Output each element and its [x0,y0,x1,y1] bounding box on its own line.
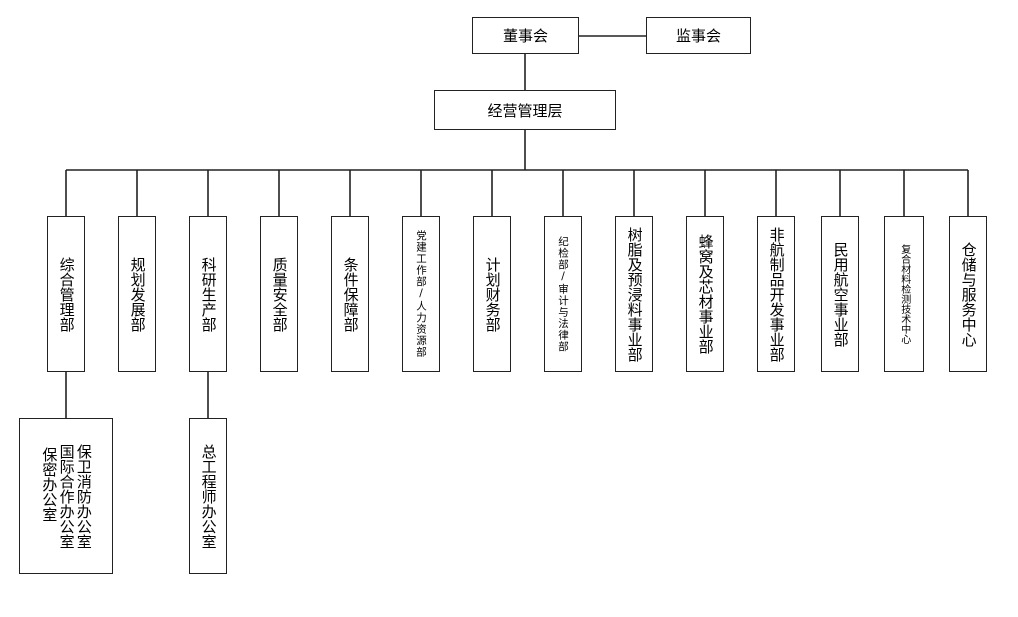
department-label: 复合材料检测技术中心 [898,244,910,344]
department-label: 计划财务部 [483,256,502,332]
department-label: 条件保障部 [341,256,360,332]
department-label: 党建工作部/人力资源部 [415,230,428,358]
department-box: 综合管理部 [47,216,85,372]
supervisors-box: 监事会 [646,17,751,54]
department-label: 民用航空事业部 [831,241,850,347]
department-label: 蜂窝及芯材事业部 [696,234,715,354]
supervisors-label: 监事会 [675,27,721,45]
board-box: 董事会 [472,17,579,54]
department-box: 树脂及预浸料事业部 [615,216,653,372]
rnd-office-box: 总工程师办公室 [189,418,227,574]
department-label: 科研生产部 [199,256,218,332]
department-label: 综合管理部 [57,256,76,332]
board-label: 董事会 [502,27,548,45]
department-label: 非航制品开发事业部 [767,226,786,362]
department-box: 科研生产部 [189,216,227,372]
department-label: 纪检部/审计与法律部 [557,235,570,353]
department-box: 党建工作部/人力资源部 [402,216,440,372]
department-box: 民用航空事业部 [821,216,859,372]
department-box: 蜂窝及芯材事业部 [686,216,724,372]
office-label: 保密办公室 [40,446,59,522]
department-label: 仓储与服务中心 [959,241,978,347]
management-label: 经营管理层 [487,101,563,120]
department-box: 规划发展部 [118,216,156,372]
department-box: 仓储与服务中心 [949,216,987,372]
office-label: 保卫消防办公室 [74,443,93,549]
department-box: 计划财务部 [473,216,511,372]
office-label: 国际合作办公室 [57,443,76,549]
department-box: 纪检部/审计与法律部 [544,216,582,372]
department-box: 复合材料检测技术中心 [884,216,924,372]
rnd-office-label: 总工程师办公室 [199,443,218,549]
admin-offices-box: 保密办公室 国际合作办公室 保卫消防办公室 [19,418,113,574]
department-box: 条件保障部 [331,216,369,372]
department-label: 树脂及预浸料事业部 [625,226,644,362]
department-box: 非航制品开发事业部 [757,216,795,372]
department-label: 规划发展部 [128,256,147,332]
department-label: 质量安全部 [270,256,289,332]
management-box: 经营管理层 [434,90,616,130]
department-box: 质量安全部 [260,216,298,372]
